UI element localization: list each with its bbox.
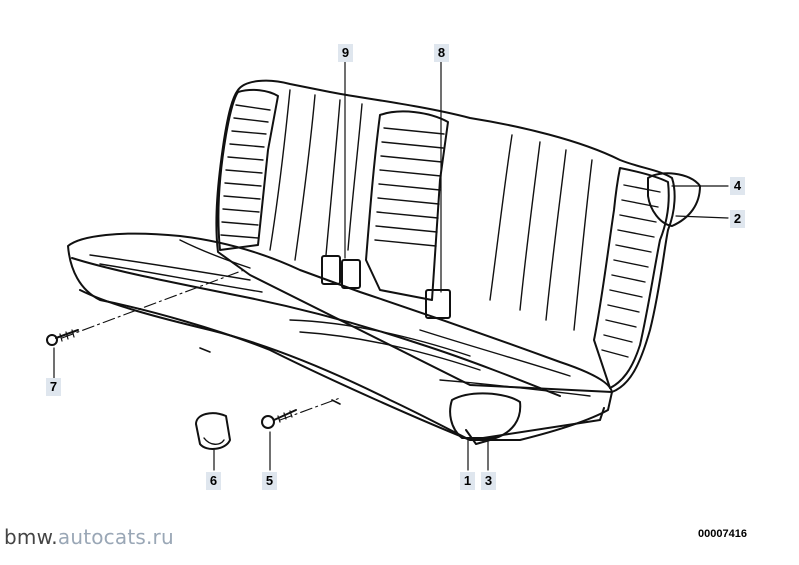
diagram-code: 00007416	[698, 528, 747, 540]
screw-5	[261, 409, 297, 429]
seat-base	[79, 289, 605, 441]
callout-2[interactable]: 2	[730, 210, 745, 228]
callout-1[interactable]: 1	[460, 472, 475, 490]
screw-7	[46, 329, 79, 346]
callout-6[interactable]: 6	[206, 472, 221, 490]
backrest-right-bolster	[593, 167, 670, 389]
watermark-brand: bmw.	[4, 525, 58, 549]
seat-latch	[449, 392, 522, 439]
callout-5[interactable]: 5	[262, 472, 277, 490]
latch-hook	[465, 429, 491, 445]
center-divider	[365, 110, 449, 301]
seatbelt-buckle-9b	[341, 259, 361, 289]
clip-6	[195, 412, 231, 450]
seatbelt-buckle-8	[425, 289, 451, 319]
callout-7[interactable]: 7	[46, 378, 61, 396]
watermark-site: autocats.ru	[57, 525, 174, 549]
seatbelt-buckle-9a	[321, 255, 341, 285]
callout-3[interactable]: 3	[481, 472, 496, 490]
backrest-outline	[215, 79, 676, 393]
watermark: bmw.autocats.ru	[4, 525, 174, 549]
callout-8[interactable]: 8	[434, 44, 449, 62]
seat-front-edge	[71, 257, 561, 397]
callout-4[interactable]: 4	[730, 177, 745, 195]
callout-9[interactable]: 9	[338, 44, 353, 62]
backrest-left-bolster	[217, 88, 279, 251]
seat-cushion-outline	[67, 232, 613, 441]
trim-cap	[647, 172, 701, 227]
